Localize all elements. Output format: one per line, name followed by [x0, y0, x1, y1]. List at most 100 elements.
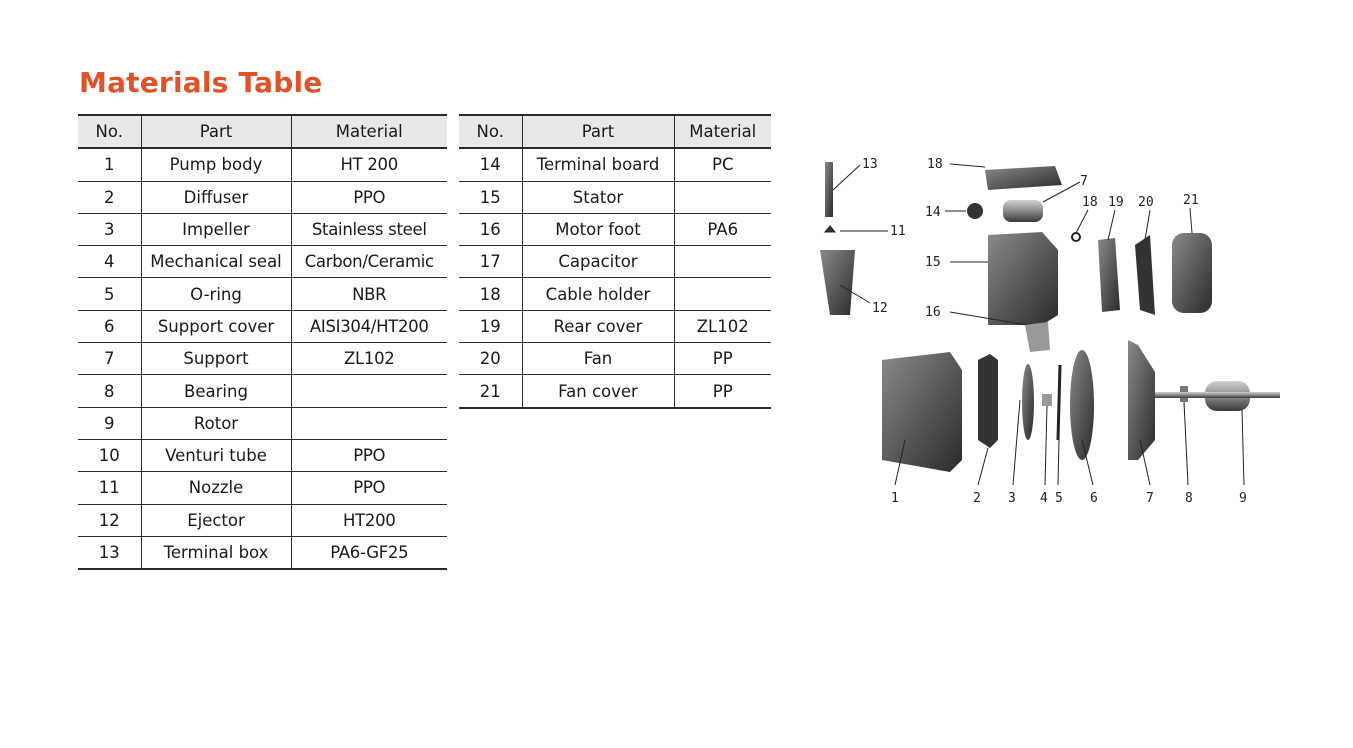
cell-no: 4 [78, 245, 141, 279]
terminal-box-part [825, 162, 861, 217]
col-header-material: Material [673, 113, 771, 150]
cell-material [673, 277, 771, 311]
cell-part: Venturi tube [140, 439, 291, 473]
cell-part: Impeller [140, 213, 291, 247]
page-title: Materials Table [79, 66, 323, 99]
cell-no: 18 [459, 277, 522, 311]
cell-material: PP [673, 374, 771, 409]
callout-2: 2 [973, 491, 981, 506]
cell-no: 9 [78, 407, 141, 440]
cell-material: PP [673, 342, 771, 376]
callout-7: 7 [1146, 491, 1154, 506]
callout-5: 5 [1055, 491, 1063, 506]
cell-part: Fan [521, 342, 674, 376]
cell-material: ZL102 [673, 310, 771, 344]
cell-no: 7 [78, 342, 141, 376]
callout-14: 14 [925, 205, 941, 220]
cell-no: 5 [78, 277, 141, 311]
cell-part: Terminal board [521, 148, 674, 182]
callout-18-top: 18 [927, 157, 943, 172]
callout-20: 20 [1138, 195, 1154, 210]
cell-no: 10 [78, 439, 141, 473]
cell-no: 21 [459, 374, 522, 409]
cell-material: HT200 [290, 504, 447, 537]
cell-part: Terminal box [140, 536, 291, 571]
cell-material: PPO [290, 471, 447, 505]
cell-no: 19 [459, 310, 522, 344]
callout-18: 18 [1082, 195, 1098, 210]
cell-no: 15 [459, 181, 522, 214]
callout-13: 13 [862, 157, 878, 172]
cell-material: AISI304/HT200 [290, 310, 447, 344]
callout-21: 21 [1183, 193, 1199, 208]
cell-no: 11 [78, 471, 141, 505]
col-header-no: No. [459, 113, 522, 150]
diagram-callout-labels: 13 11 12 18 14 15 16 7 18 19 20 21 1 2 3… [862, 157, 1247, 506]
cell-part: O-ring [140, 277, 291, 311]
cell-part: Capacitor [521, 245, 674, 279]
cell-material: PPO [290, 439, 447, 473]
cell-part: Stator [521, 181, 674, 214]
cell-material: Carbon/Ceramic [290, 245, 447, 279]
callout-19: 19 [1108, 195, 1124, 210]
table-header-row: No. Part Material [78, 113, 447, 150]
cell-part: Diffuser [140, 181, 291, 214]
cell-part: Ejector [140, 504, 291, 537]
cell-no: 1 [78, 148, 141, 182]
callout-1: 1 [891, 491, 899, 506]
cell-part: Mechanical seal [140, 245, 291, 279]
callout-3: 3 [1008, 491, 1016, 506]
cell-part: Motor foot [521, 213, 674, 247]
callout-4: 4 [1040, 491, 1048, 506]
cell-part: Rear cover [521, 310, 674, 344]
callout-6: 6 [1090, 491, 1098, 506]
col-header-material: Material [290, 113, 447, 150]
exploded-pump-diagram: 13 11 12 18 14 15 16 7 18 19 20 21 1 2 3… [820, 157, 1280, 506]
cell-part: Support [140, 342, 291, 376]
col-header-part: Part [521, 113, 674, 150]
callout-7-top: 7 [1080, 174, 1088, 189]
cell-part: Rotor [140, 407, 291, 440]
cell-no: 16 [459, 213, 522, 247]
callout-15: 15 [925, 255, 941, 270]
cell-no: 20 [459, 342, 522, 376]
col-header-no: No. [78, 113, 141, 150]
cell-part: Cable holder [521, 277, 674, 311]
cell-material [290, 407, 447, 440]
cell-material [290, 374, 447, 408]
cell-material: Stainless steel [290, 213, 447, 247]
cell-material: PC [673, 148, 771, 182]
cell-part: Support cover [140, 310, 291, 344]
cell-material: NBR [290, 277, 447, 311]
cell-no: 8 [78, 374, 141, 408]
cell-part: Fan cover [521, 374, 674, 409]
cell-part: Pump body [140, 148, 291, 182]
callout-9: 9 [1239, 491, 1247, 506]
callout-11: 11 [890, 224, 906, 239]
cell-no: 13 [78, 536, 141, 571]
callout-8: 8 [1185, 491, 1193, 506]
table-header-row: No. Part Material [459, 113, 771, 150]
